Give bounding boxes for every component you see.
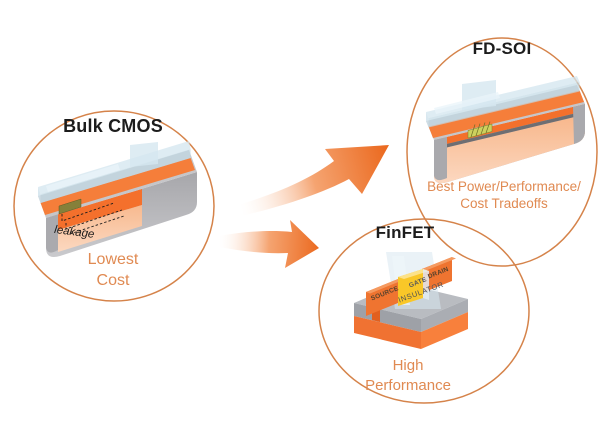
fdsoi-caption: Best Power/Performance/ Cost Tradeoffs [427,179,581,212]
finfet-caption: High Performance [365,357,451,394]
bulk-cmos-title: Bulk CMOS [63,116,163,136]
finfet-circle [318,218,530,404]
bulk-cmos-circle [13,110,215,302]
bulk-cmos-chip-illustration [38,141,197,257]
arrow-to-finfet [219,220,319,268]
fdsoi-title: FD-SOI [472,39,532,58]
fdsoi-circle [406,37,598,267]
arrow-to-fdsoi [238,145,389,216]
leakage-dashed-arrows [61,202,125,235]
finfet-title: FinFET [375,223,435,242]
finfet-chip-illustration [354,252,468,349]
bulk-cmos-caption: Lowest Cost [87,251,139,290]
fdsoi-chip-illustration [426,76,585,184]
